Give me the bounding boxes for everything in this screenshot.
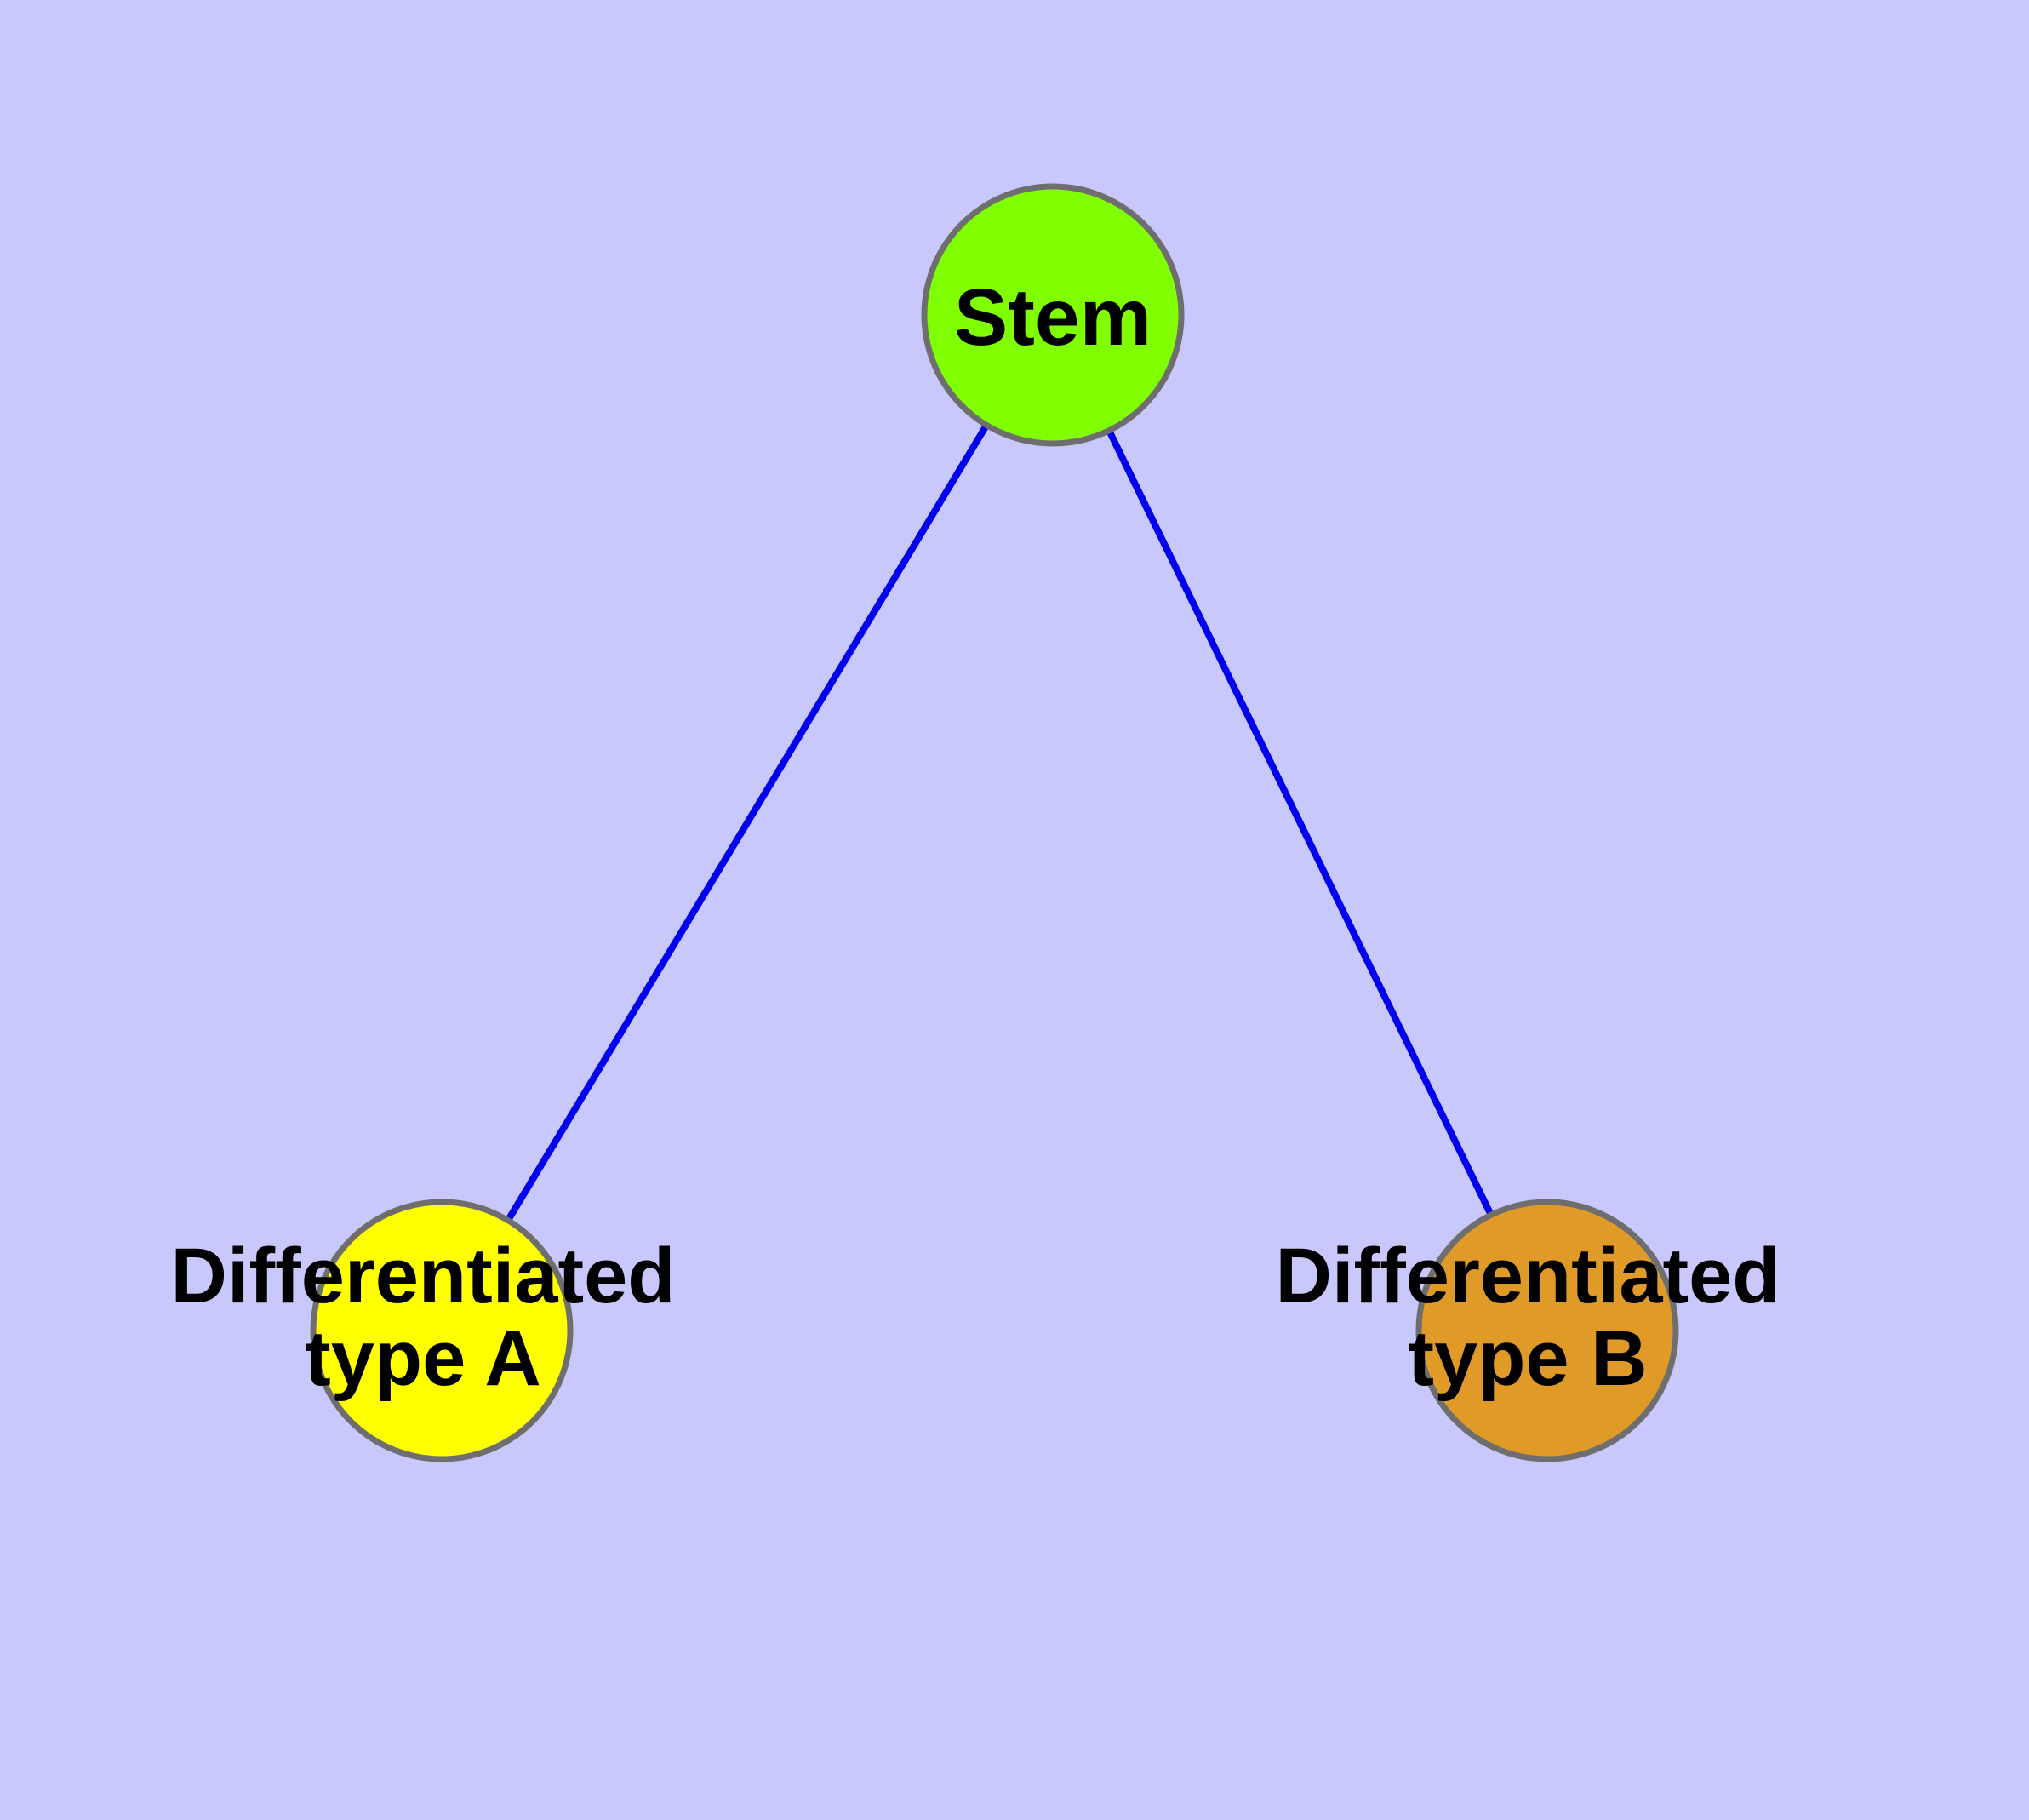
- node-label-line: Differentiated: [1276, 1233, 1780, 1319]
- edge-stem-to-differentiated-type-b[interactable]: [1049, 313, 1551, 1332]
- edge-stem-to-differentiated-type-a[interactable]: [438, 312, 1056, 1333]
- node-label-line: type B: [1408, 1315, 1647, 1402]
- edges-group: [438, 312, 1551, 1333]
- node-label-line: type A: [305, 1315, 541, 1402]
- node-differentiated-type-a[interactable]: [310, 1199, 574, 1462]
- node-label-line: Stem: [954, 272, 1152, 363]
- node-stem[interactable]: [921, 183, 1185, 447]
- node-differentiated-type-b[interactable]: [1415, 1199, 1679, 1462]
- node-label-line: Differentiated: [171, 1233, 676, 1319]
- nodes-group: [310, 183, 1679, 1462]
- node-label-stem: Stem: [954, 272, 1152, 363]
